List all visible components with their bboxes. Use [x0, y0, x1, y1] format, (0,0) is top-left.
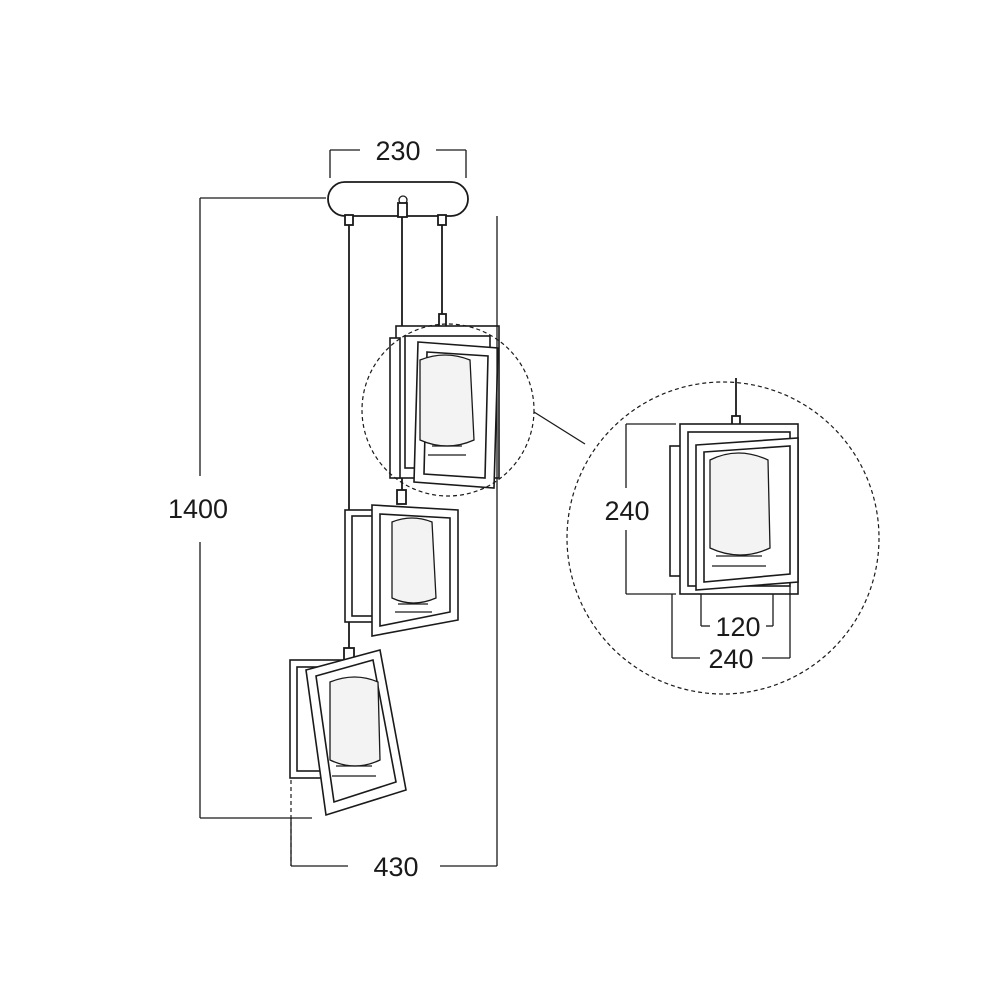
dimension-total-height: 1400: [168, 197, 326, 819]
detail-height-label: 240: [604, 496, 649, 526]
dimension-total-width: 430: [290, 216, 498, 882]
canopy-width-label: 230: [375, 136, 420, 166]
lamp-bottom: [289, 647, 407, 817]
lamp-top: [389, 313, 500, 489]
dimension-canopy-width: 230: [329, 136, 467, 178]
detail-callout-marker: [361, 323, 586, 497]
detail-outer-width-label: 240: [708, 644, 753, 674]
ceiling-canopy: [327, 181, 469, 226]
total-height-label: 1400: [168, 494, 228, 524]
detail-inner-width-label: 120: [715, 612, 760, 642]
detail-view: 240 120 240: [566, 378, 880, 695]
lamp-middle: [344, 489, 459, 637]
total-width-label: 430: [373, 852, 418, 882]
